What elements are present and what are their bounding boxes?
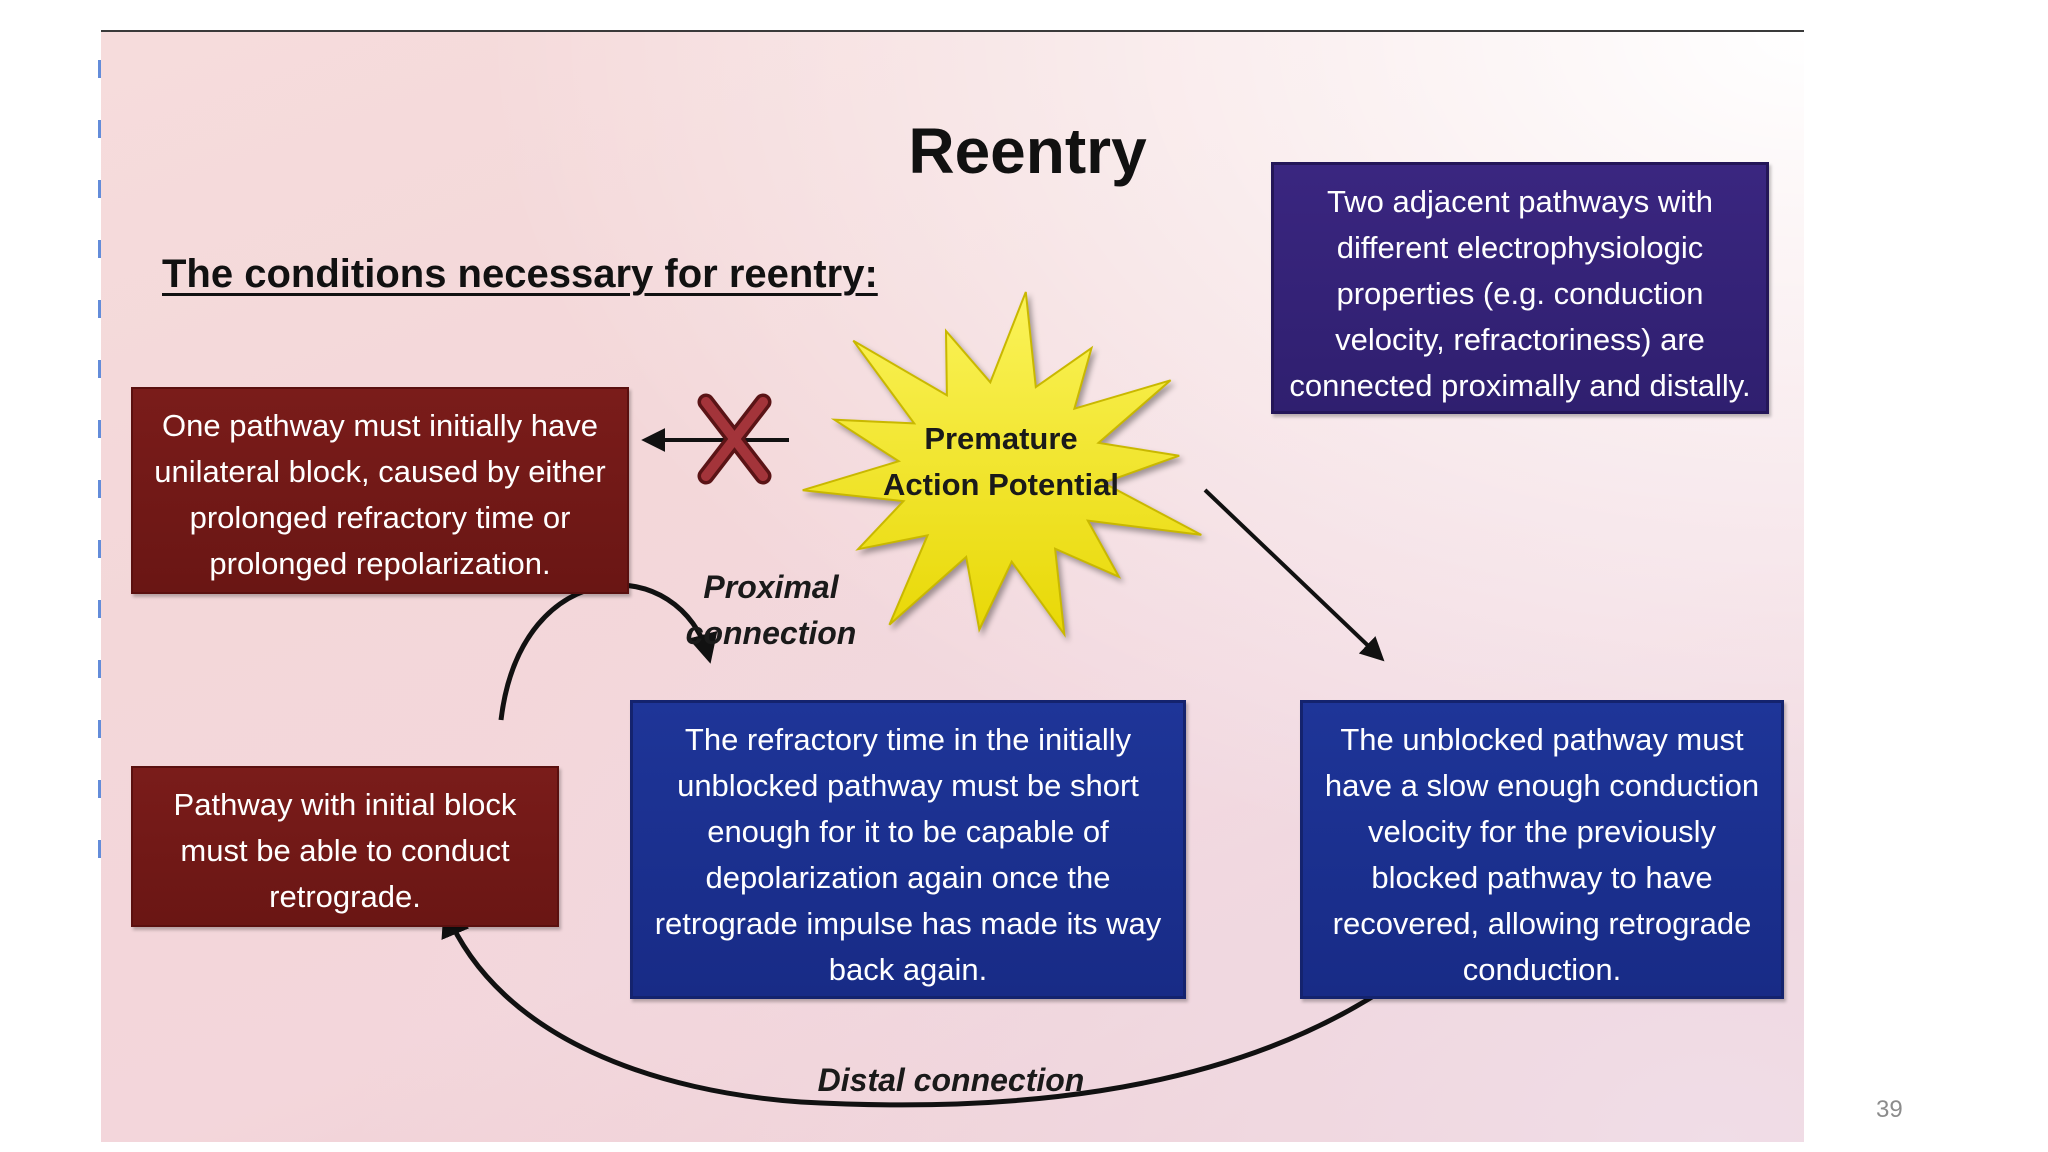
proximal-connection-label: Proximal connection <box>676 564 866 656</box>
starburst-label: Premature Action Potential <box>881 416 1121 508</box>
distal-connection-label: Distal connection <box>817 1062 1085 1098</box>
starburst-label-line2: Action Potential <box>883 467 1119 502</box>
slow-conduction-box: The unblocked pathway must have a slow e… <box>1300 700 1784 999</box>
starburst-label-line1: Premature <box>924 421 1078 456</box>
two-pathways-box: Two adjacent pathways with different ele… <box>1271 162 1769 414</box>
slide-subtitle: The conditions necessary for reentry: <box>162 252 878 296</box>
slide: Reentry The conditions necessary for ree… <box>101 30 1804 1142</box>
arrow-to-unblocked-pathway <box>1203 488 1385 662</box>
refractory-time-box: The refractory time in the initially unb… <box>630 700 1186 999</box>
proximal-label-line2: connection <box>685 615 857 651</box>
left-edge-marks <box>98 60 101 880</box>
slide-page-number: 39 <box>1876 1096 1903 1123</box>
proximal-label-line1: Proximal <box>703 569 839 605</box>
retrograde-conduction-box: Pathway with initial block must be able … <box>131 766 559 927</box>
unilateral-block-box: One pathway must initially have unilater… <box>131 387 629 594</box>
red-x-icon <box>697 393 772 485</box>
slide-title: Reentry <box>908 115 1147 187</box>
